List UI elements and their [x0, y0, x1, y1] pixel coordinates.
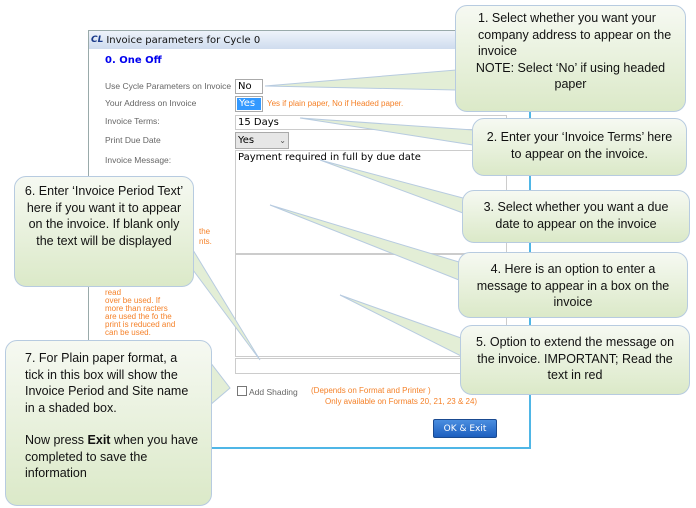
chevron-down-icon: ⌄ — [279, 136, 286, 145]
hint-text: the — [199, 227, 211, 236]
address-hint: Yes if plain paper, No if Headed paper. — [267, 99, 404, 108]
callout-exit-instruction: Now press Exit when you have completed t… — [25, 432, 199, 482]
callout-text-bold: Exit — [87, 433, 111, 447]
callout-1: 1. Select whether you want your company … — [455, 5, 686, 112]
callout-3-pointer — [319, 159, 464, 214]
address-label: Your Address on Invoice — [105, 98, 197, 108]
shading-note-1: (Depends on Format and Printer ) — [311, 386, 431, 395]
callout-7: 7. For Plain paper format, a tick in thi… — [5, 340, 212, 506]
due-date-select[interactable]: Yes ⌄ — [235, 132, 289, 149]
due-date-label: Print Due Date — [105, 135, 161, 145]
callout-5: 5. Option to extend the message on the i… — [460, 325, 690, 395]
cycle-name: 0. One Off — [105, 55, 162, 66]
message-label: Invoice Message: — [105, 155, 172, 165]
callout-text: 1. Select whether you want your company … — [478, 11, 672, 58]
callout-3: 3. Select whether you want a due date to… — [462, 190, 690, 243]
use-cycle-label: Use Cycle Parameters on Invoice — [105, 81, 232, 91]
use-cycle-field[interactable]: No — [235, 79, 263, 94]
hint-text: over be used. If — [105, 296, 161, 305]
callout-2: 2. Enter your ‘Invoice Terms’ here to ap… — [472, 118, 687, 176]
callout-text: Now press — [25, 433, 88, 447]
title-bar: CL Invoice parameters for Cycle 0 — [89, 31, 529, 49]
callout-4: 4. Here is an option to enter a message … — [458, 252, 688, 318]
callout-4-pointer — [269, 204, 460, 281]
hint-text: read — [105, 288, 122, 297]
callout-7-pointer — [209, 360, 231, 407]
callout-text: 7. For Plain paper format, a tick in thi… — [25, 351, 189, 415]
terms-label: Invoice Terms: — [105, 116, 160, 126]
callout-6: 6. Enter ‘Invoice Period Text’ here if y… — [14, 176, 194, 287]
callout-2-pointer — [299, 117, 474, 146]
ok-exit-button[interactable]: OK & Exit — [433, 419, 497, 438]
hint-text: can be used. — [105, 328, 151, 337]
app-logo-icon: CL — [91, 35, 104, 45]
callout-text: when you have completed to save the info… — [25, 433, 199, 480]
callout-note: NOTE: Select ‘No’ if using headed paper — [475, 60, 666, 92]
hint-text: are used the fo the — [105, 312, 172, 321]
hint-text: more than racters — [105, 304, 168, 313]
add-shading-label: Add Shading — [249, 387, 298, 397]
due-date-value: Yes — [238, 135, 255, 146]
callout-5-pointer — [339, 294, 462, 357]
dialog-title: Invoice parameters for Cycle 0 — [106, 34, 261, 46]
shading-note-2: Only available on Formats 20, 21, 23 & 2… — [325, 397, 478, 406]
add-shading-checkbox[interactable] — [237, 386, 247, 396]
hint-text: nts. — [199, 237, 212, 246]
callout-1-pointer — [264, 69, 457, 91]
address-field[interactable]: Yes — [237, 98, 261, 110]
hint-text: print is reduced and — [105, 320, 176, 329]
